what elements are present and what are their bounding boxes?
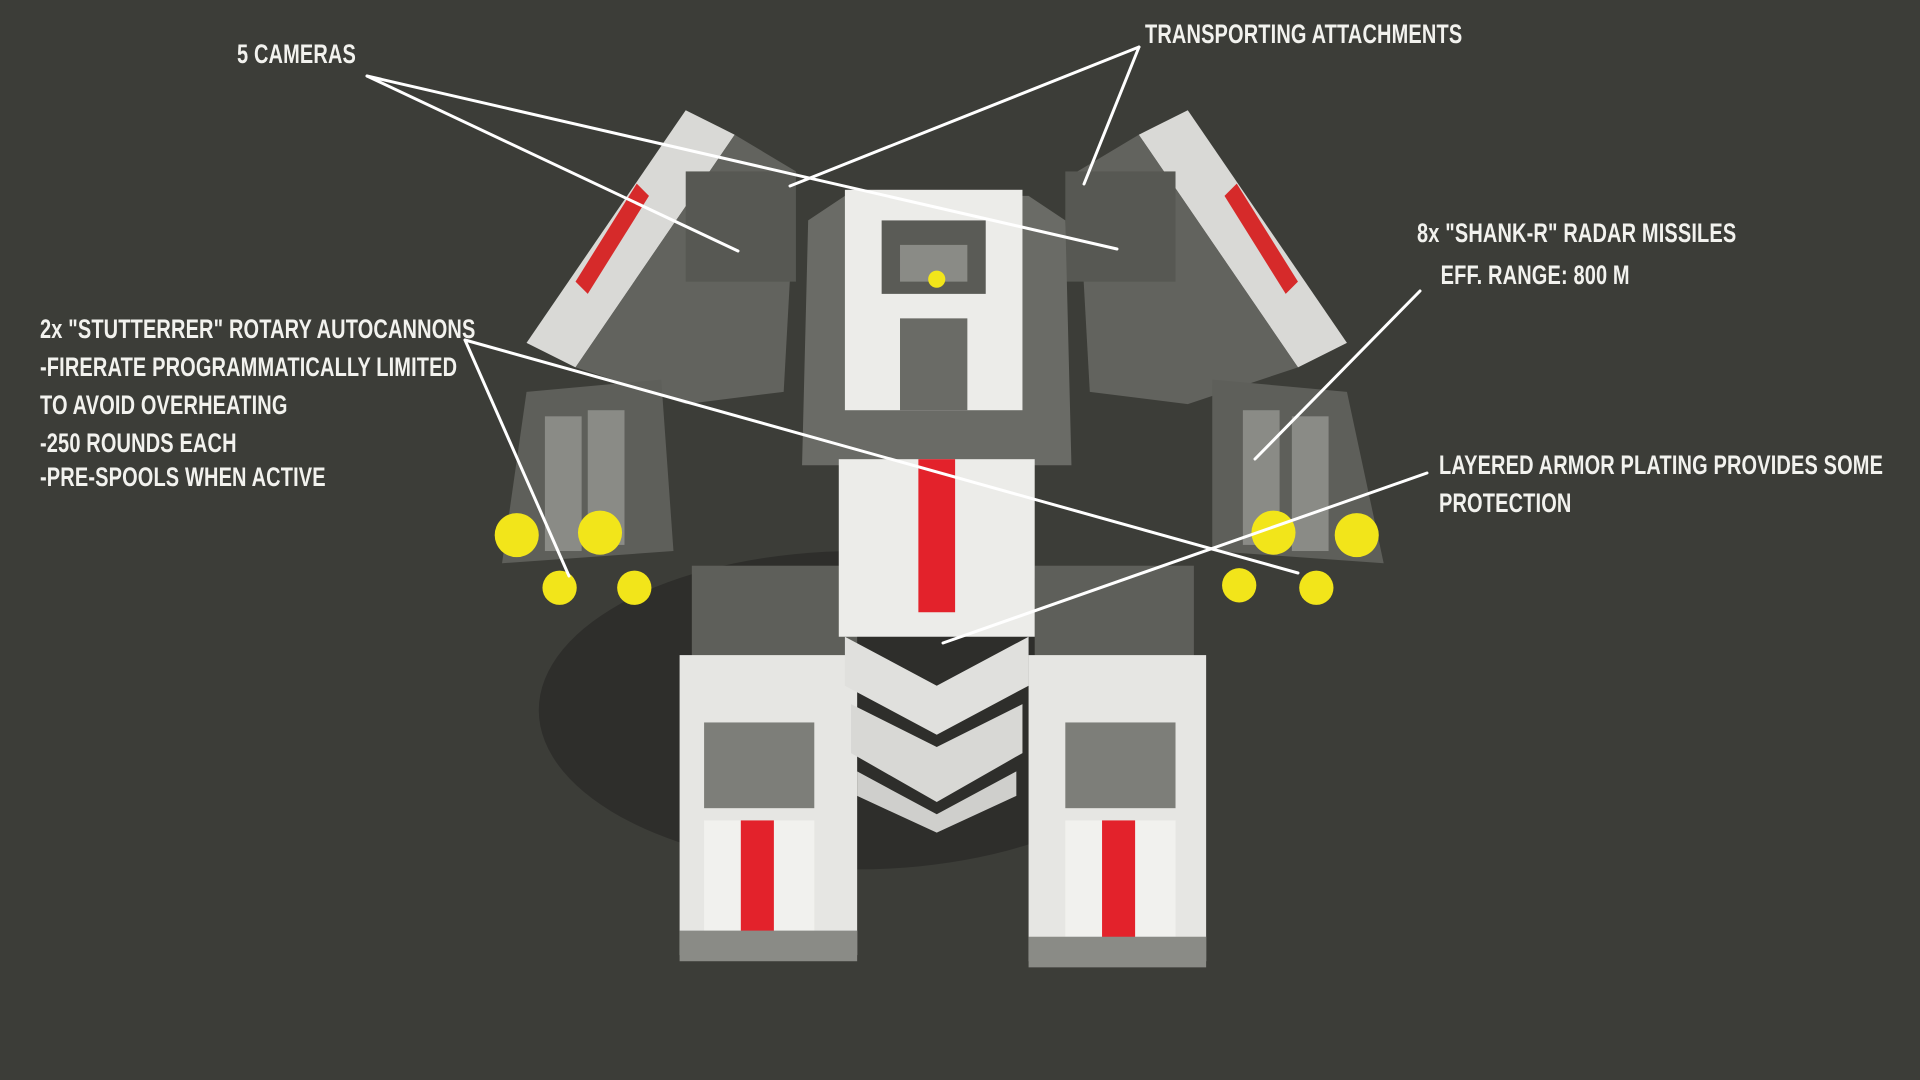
left-leg xyxy=(679,655,858,962)
leader-lines xyxy=(365,45,1429,645)
autocannons-line: -250 ROUNDS EACH xyxy=(40,428,237,458)
autocannons-line: -FIRERATE PROGRAMMATICALLY LIMITED xyxy=(40,352,458,382)
transport-leader-2 xyxy=(1082,45,1141,186)
autocannons-line: 2x "STUTTERRER" ROTARY AUTOCANNONS xyxy=(40,314,476,344)
armor-line: PROTECTION xyxy=(1439,488,1572,518)
autocannon-leader-1 xyxy=(463,338,571,578)
missile-leader xyxy=(1253,289,1422,461)
right-missile-pod xyxy=(1212,379,1384,605)
missiles-range: EFF. RANGE: 800 M xyxy=(1440,260,1630,290)
left-hip xyxy=(691,565,858,658)
right-leg xyxy=(1028,655,1207,968)
missiles-label: 8x "SHANK-R" RADAR MISSILES EFF. RANGE: … xyxy=(1417,214,1736,294)
autocannons-line: TO AVOID OVERHEATING xyxy=(40,390,288,420)
right-shoulder xyxy=(1065,110,1347,405)
armor-label: LAYERED ARMOR PLATING PROVIDES SOME PROT… xyxy=(1439,446,1883,522)
right-hip xyxy=(1034,565,1194,662)
cameras-title: 5 CAMERAS xyxy=(237,39,357,69)
left-shoulder xyxy=(526,110,796,405)
cameras-leader-2 xyxy=(365,74,1119,251)
transport-leader-1 xyxy=(788,45,1141,188)
cameras-leader-1 xyxy=(365,74,740,253)
cameras-label: 5 CAMERAS xyxy=(237,35,356,73)
autocannons-label: 2x "STUTTERRER" ROTARY AUTOCANNONS -FIRE… xyxy=(40,310,475,496)
armor-line: LAYERED ARMOR PLATING PROVIDES SOME xyxy=(1439,450,1884,480)
armor-leader xyxy=(941,471,1429,645)
transport-title: TRANSPORTING ATTACHMENTS xyxy=(1145,19,1463,49)
transport-label: TRANSPORTING ATTACHMENTS xyxy=(1145,15,1462,53)
autocannon-leader-2 xyxy=(463,338,1300,575)
missiles-title: 8x "SHANK-R" RADAR MISSILES xyxy=(1417,218,1737,248)
left-autocannon xyxy=(494,379,674,605)
autocannons-line: -PRE-SPOOLS WHEN ACTIVE xyxy=(40,462,326,492)
